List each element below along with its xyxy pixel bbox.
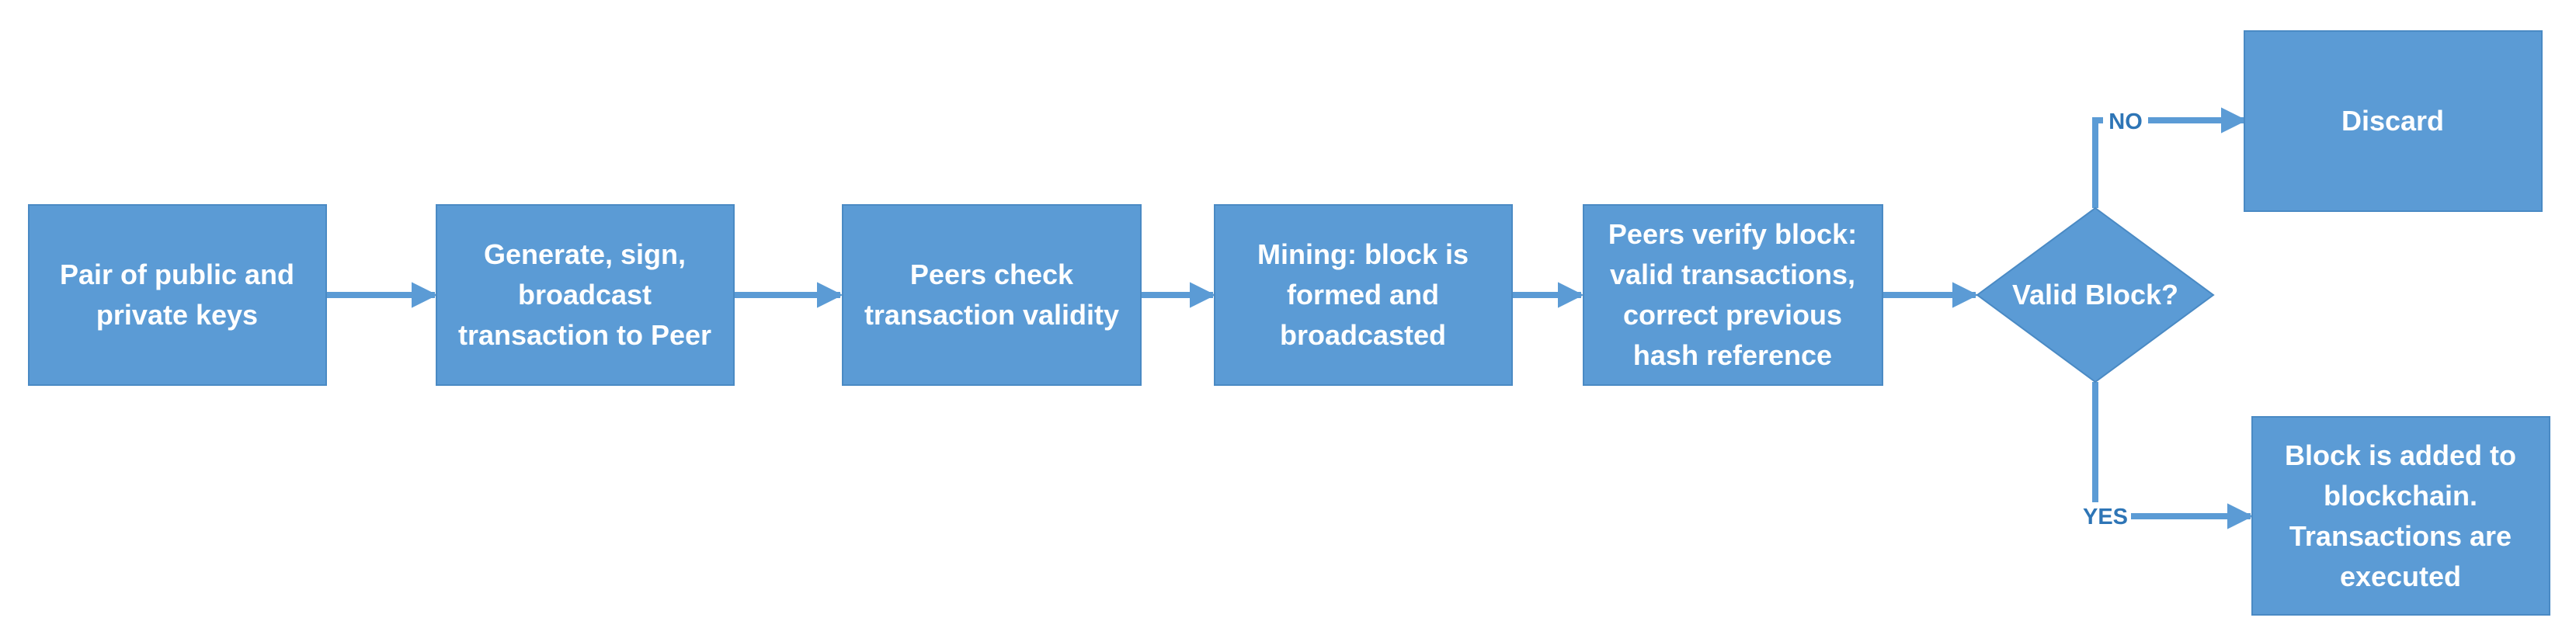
arrow-decision-to-discard [2092, 107, 2247, 208]
node-generate-line: Generate, sign, [484, 238, 686, 270]
node-added-line: executed [2340, 560, 2461, 592]
node-keys-line: private keys [96, 299, 258, 331]
node-verify-box [1583, 204, 1883, 386]
node-verify-line: Peers verify block: [1608, 218, 1857, 250]
node-generate-line: broadcast [518, 279, 652, 311]
node-check-label: Peers check transaction validity [864, 259, 1119, 331]
node-mining-line: broadcasted [1280, 319, 1446, 351]
node-added-line: Block is added to [2285, 439, 2516, 471]
node-keys-label: Pair of public and private keys [60, 259, 294, 331]
node-generate-box [436, 204, 735, 386]
node-generate-label: Generate, sign, broadcast transaction to P… [458, 238, 711, 351]
node-added: Block is added to blockchain. Transactions… [2251, 416, 2550, 616]
node-check-box [842, 204, 1142, 386]
node-discard-label: Discard [2341, 105, 2444, 137]
node-added-line: Transactions are [2289, 520, 2512, 552]
decision-label: Valid Block? [2012, 279, 2178, 311]
node-keys-box [28, 204, 327, 386]
node-verify-label: Peers verify block: valid transactions, co… [1608, 218, 1857, 371]
node-mining-label: Mining: block is formed and broadcasted [1257, 238, 1469, 351]
node-mining: Mining: block is formed and broadcasted [1214, 204, 1513, 386]
node-check: Peers check transaction validity [842, 204, 1142, 386]
node-mining-box [1214, 204, 1513, 386]
node-added-line: blockchain. [2324, 480, 2477, 512]
node-check-line: transaction validity [864, 299, 1119, 331]
node-decision-line: Valid Block? [2012, 279, 2178, 311]
decision-diamond [1976, 206, 2215, 383]
yes-label-background [2080, 502, 2131, 529]
node-verify-line: hash reference [1633, 339, 1832, 371]
node-discard: Discard [2244, 30, 2543, 212]
node-keys-line: Pair of public and [60, 259, 294, 290]
node-decision: Valid Block? [1976, 206, 2215, 383]
node-check-line: Peers check [910, 259, 1074, 290]
arrow-decision-to-added [2092, 382, 2254, 529]
node-discard-line: Discard [2341, 105, 2444, 137]
node-discard-box [2244, 30, 2543, 212]
no-label-background [2103, 107, 2148, 134]
node-generate: Generate, sign, broadcast transaction to P… [436, 204, 735, 386]
node-generate-line: transaction to Peer [458, 319, 711, 351]
node-verify-line: correct previous [1623, 299, 1842, 331]
node-verify-line: valid transactions, [1610, 259, 1855, 290]
node-keys: Pair of public and private keys [28, 204, 327, 386]
node-added-label: Block is added to blockchain. Transactions… [2285, 439, 2516, 592]
node-mining-line: formed and [1287, 279, 1439, 311]
node-added-box [2251, 416, 2550, 616]
no-label: NO [2108, 109, 2143, 134]
yes-label: YES [2083, 505, 2128, 529]
node-verify: Peers verify block: valid transactions, co… [1583, 204, 1883, 386]
node-mining-line: Mining: block is [1257, 238, 1469, 270]
